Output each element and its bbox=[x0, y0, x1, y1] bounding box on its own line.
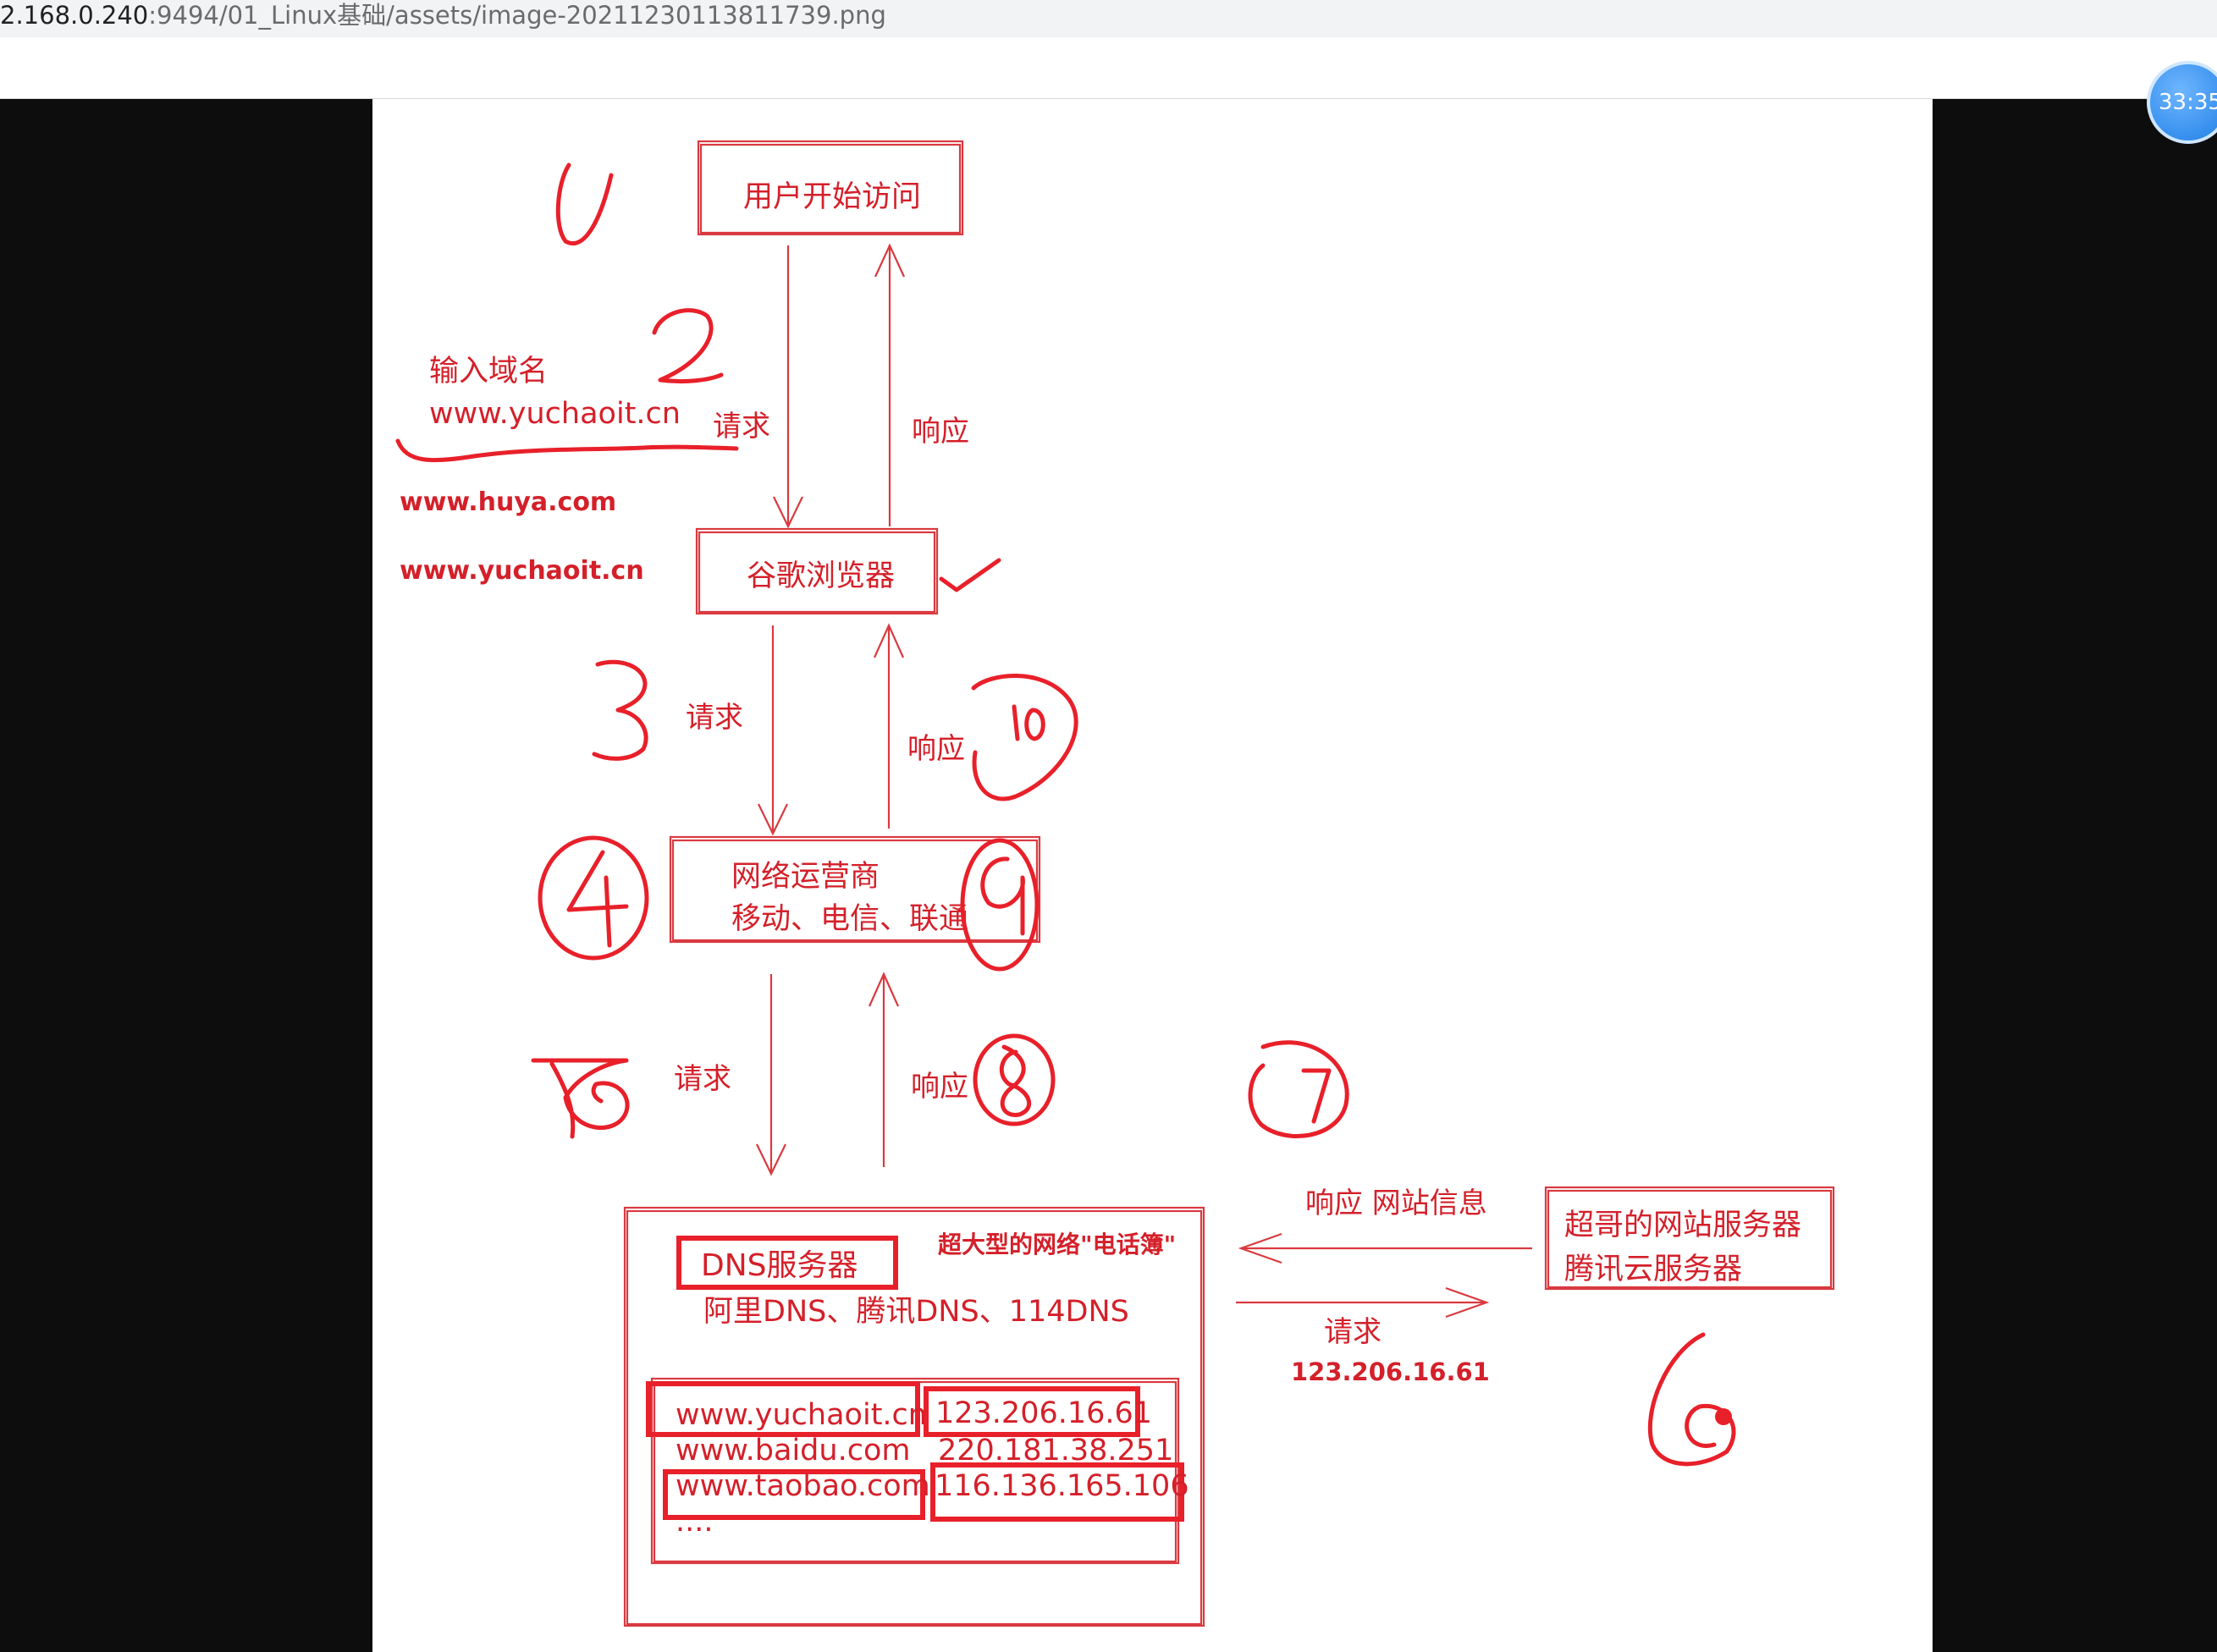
checkmark-icon bbox=[939, 558, 1001, 592]
step-3-marker bbox=[592, 659, 648, 761]
url-strip bbox=[0, 0, 2217, 37]
step-9-marker bbox=[960, 838, 1040, 972]
response-label-1: 响应 bbox=[912, 415, 969, 449]
dns-row1-domain: www.yuchaoit.cn bbox=[676, 1398, 927, 1432]
step-1-marker bbox=[555, 162, 614, 245]
dns-note: 超大型的网络"电话簿" bbox=[938, 1231, 1176, 1258]
step-10-marker bbox=[971, 674, 1078, 801]
user-start-label: 用户开始访问 bbox=[743, 180, 921, 214]
arrow-request-ip bbox=[1236, 1286, 1490, 1319]
arrow-response-2 bbox=[873, 623, 905, 829]
dns-title: DNS服务器 bbox=[701, 1248, 858, 1283]
dns-title-highlight bbox=[676, 1236, 898, 1290]
dns-flow-diagram: 用户开始访问 谷歌浏览器 网络运营商 移动、电信、联通 超哥的网站服务器 腾讯云… bbox=[395, 140, 1835, 1627]
browser-label: 谷歌浏览器 bbox=[747, 559, 895, 593]
dns-row2-ip: 220.181.38.251 bbox=[938, 1434, 1173, 1468]
response-site-info-label: 响应 网站信息 bbox=[1305, 1187, 1487, 1220]
url-host: 2.168.0.240 bbox=[0, 1, 149, 30]
row3-domain-highlight bbox=[663, 1469, 925, 1520]
request-ip-label: 123.206.16.61 bbox=[1291, 1357, 1490, 1386]
step-2-marker bbox=[652, 308, 724, 384]
step-4-marker bbox=[538, 835, 649, 961]
dns-table-box bbox=[650, 1377, 1180, 1565]
step-8-marker bbox=[973, 1033, 1056, 1126]
response-label-2: 响应 bbox=[907, 732, 965, 766]
input-domain-note: 输入域名 www.yuchaoit.cn bbox=[395, 355, 739, 463]
image-canvas: 用户开始访问 谷歌浏览器 网络运营商 移动、电信、联通 超哥的网站服务器 腾讯云… bbox=[372, 99, 1933, 1652]
recording-timer-badge[interactable]: 33:35 bbox=[2147, 61, 2217, 144]
url-path: :9494/01_Linux基础/assets/image-2021123011… bbox=[148, 1, 886, 30]
request-label-ip: 请求 bbox=[1324, 1315, 1381, 1349]
server-label-line2: 腾讯云服务器 bbox=[1564, 1253, 1742, 1286]
arrow-response-3 bbox=[868, 972, 900, 1167]
step-7-marker bbox=[1248, 1040, 1349, 1138]
step-6-marker bbox=[1647, 1332, 1736, 1467]
dns-server-box: DNS服务器 超大型的网络"电话簿" 阿里DNS、腾讯DNS、114DNS ww… bbox=[623, 1206, 1205, 1627]
input-domain-url: www.yuchaoit.cn bbox=[429, 397, 681, 431]
dns-row1-ip: 123.206.16.61 bbox=[935, 1396, 1152, 1430]
arrow-request-3 bbox=[756, 974, 786, 1176]
underline-scribble bbox=[395, 438, 739, 463]
arrow-response-1 bbox=[874, 243, 905, 526]
arrow-request-2 bbox=[758, 625, 788, 836]
request-label-1: 请求 bbox=[713, 410, 770, 443]
browser-address-bar[interactable]: 2.168.0.240:9494/01_Linux基础/assets/image… bbox=[0, 0, 2217, 99]
dns-row3-domain: www.taobao.com bbox=[676, 1469, 930, 1503]
browser-box: 谷歌浏览器 bbox=[695, 527, 939, 615]
dns-row2-domain: www.baidu.com bbox=[676, 1434, 910, 1468]
example-domain-1: www.huya.com bbox=[400, 487, 616, 517]
isp-label-line2: 移动、电信、联通 bbox=[731, 902, 968, 936]
row1-domain-highlight bbox=[646, 1381, 920, 1437]
dns-row4-ellipsis: .... bbox=[676, 1505, 714, 1539]
dns-row3-ip: 116.136.165.106 bbox=[935, 1469, 1189, 1503]
response-label-3: 响应 bbox=[911, 1070, 968, 1104]
dns-providers: 阿里DNS、腾讯DNS、114DNS bbox=[703, 1295, 1129, 1329]
url-text[interactable]: 2.168.0.240:9494/01_Linux基础/assets/image… bbox=[0, 0, 886, 34]
row1-ip-highlight bbox=[924, 1386, 1140, 1437]
input-domain-label: 输入域名 bbox=[429, 355, 548, 388]
request-label-2: 请求 bbox=[686, 701, 743, 735]
arrow-request-1 bbox=[773, 245, 803, 529]
server-label-line1: 超哥的网站服务器 bbox=[1564, 1209, 1801, 1242]
step-5-marker bbox=[531, 1058, 630, 1139]
site-server-box: 超哥的网站服务器 腾讯云服务器 bbox=[1544, 1186, 1835, 1291]
isp-label-line1: 网络运营商 bbox=[731, 860, 880, 894]
row3-ip-highlight bbox=[930, 1462, 1184, 1522]
arrow-response-site bbox=[1238, 1232, 1532, 1264]
request-label-3: 请求 bbox=[674, 1062, 731, 1096]
example-domain-2: www.yuchaoit.cn bbox=[400, 556, 644, 586]
user-start-box: 用户开始访问 bbox=[697, 140, 964, 236]
